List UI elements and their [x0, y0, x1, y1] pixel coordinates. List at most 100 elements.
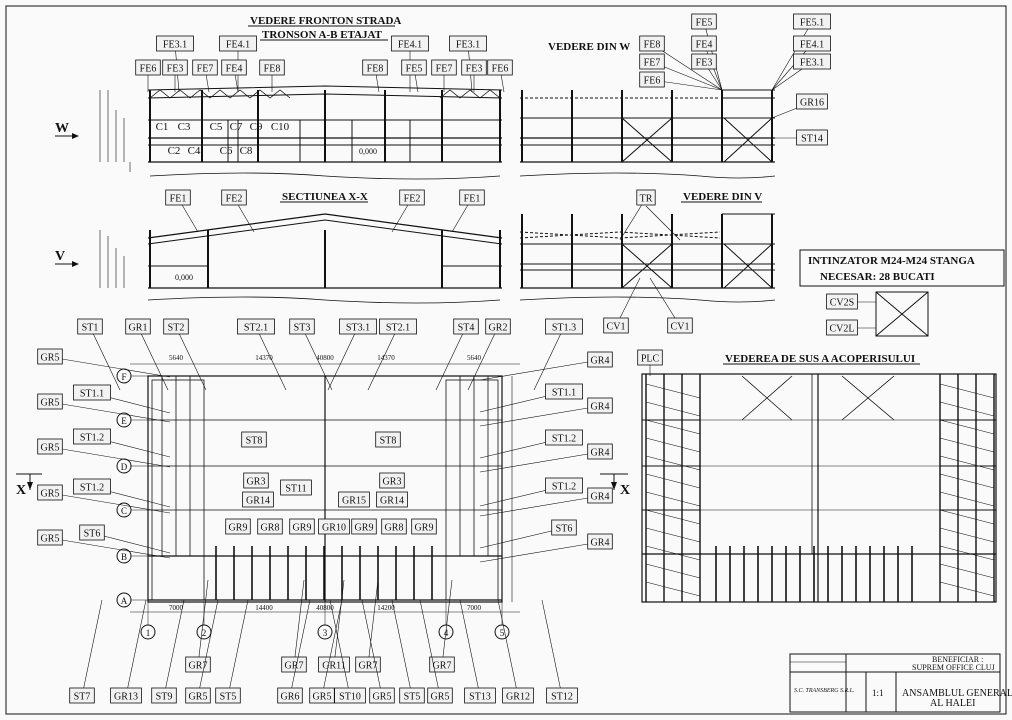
front-column-label: C2: [168, 145, 181, 157]
plan-bottom-label-box: [281, 656, 307, 673]
view-w-label: FE5: [696, 18, 713, 29]
front-column-label: C3: [178, 121, 191, 133]
front-label: FE3: [466, 64, 483, 75]
plan-bottom-label-box: [334, 687, 366, 704]
plan-mid-label: GR3: [247, 477, 266, 488]
plan-bottom-label: GR5: [189, 692, 208, 703]
plan-right-label-box: [587, 533, 613, 550]
plan-left-label-leader: [49, 446, 171, 468]
plan-left-label-leader: [49, 537, 171, 559]
plan-top-label-leader: [175, 326, 207, 391]
front-label-box: [135, 59, 161, 76]
tensioner-qty: NECESAR: 28 BUCATI: [820, 271, 935, 283]
plan-right-label: GR4: [591, 492, 610, 503]
plan-right-label-leader: [479, 451, 601, 473]
row-axis-label: B: [121, 552, 127, 562]
front-label-box: [192, 59, 218, 76]
view-w-label-box: [639, 35, 665, 52]
plan-bottom-label-box: [69, 687, 95, 704]
plan-bottom-label-leader: [321, 599, 343, 697]
view-w-label: FE6: [644, 76, 661, 87]
plan-bottom-label-box: [427, 687, 453, 704]
roof-bracing: [939, 509, 995, 525]
plan-mid-label-box: [243, 472, 269, 489]
view-w-title: VEDERE DIN W: [548, 41, 630, 53]
plan-dimension-bottom: 7000: [169, 604, 184, 612]
section-label-box: [165, 189, 191, 206]
roof-bracing: [939, 581, 995, 597]
plan-mid-label-box: [289, 518, 315, 535]
plan-right-label: GR4: [591, 448, 610, 459]
plan-mid-label: GR8: [261, 523, 280, 534]
tensioner-label-box: [826, 293, 858, 310]
front-label: FE4.1: [398, 40, 422, 51]
front-label-box: [401, 59, 427, 76]
roof-bracing: [645, 509, 701, 525]
plan-top-label: ST1: [82, 323, 99, 334]
plan-mid-label: GR14: [380, 496, 404, 507]
roof-bracing: [645, 383, 701, 399]
plan-top-label-box: [289, 318, 315, 335]
plan-bottom-label-leader: [293, 579, 305, 666]
view-w-label: FE8: [644, 40, 661, 51]
column-axis-label: 4: [444, 628, 449, 638]
plan-left-label: ST1.2: [80, 483, 104, 494]
roof-bracing: [645, 419, 701, 435]
plan-left-label-box: [37, 484, 63, 501]
plan-top-label: ST2.1: [244, 323, 268, 334]
section-elevation-mark: 0,000: [175, 273, 193, 282]
view-v-label: CV1: [671, 322, 690, 333]
column-axis-label: 5: [500, 628, 505, 638]
plan-right-label: GR4: [591, 356, 610, 367]
plan-bottom-label-box: [464, 687, 496, 704]
plan-left-label: GR5: [41, 534, 60, 545]
plan-left-label: GR5: [41, 489, 60, 500]
front-label-box: [219, 35, 257, 52]
plan-left-label-box: [37, 529, 63, 546]
roof-bracing: [645, 527, 701, 543]
plan-left-label-box: [37, 438, 63, 455]
view-v-label: CV1: [607, 322, 626, 333]
plan-right-label: ST6: [556, 524, 573, 535]
plan-right-label-box: [587, 443, 613, 460]
roof-bracing: [645, 401, 701, 417]
plan-dimension-bottom: 14400: [255, 604, 273, 612]
plan-left-label-box: [73, 478, 111, 495]
front-label: FE4.1: [226, 40, 250, 51]
plan-dimension-bottom: 40800: [316, 604, 334, 612]
plan-bottom-label-leader: [329, 599, 351, 697]
plan-mid-label: ST11: [285, 484, 306, 495]
plan-bottom-label: GR5: [431, 692, 450, 703]
row-axis-label: A: [121, 596, 128, 606]
plan-bottom-label-box: [277, 687, 303, 704]
roof-bracing: [645, 581, 701, 597]
plan-bottom-label: ST9: [156, 692, 173, 703]
plan-bottom-label: ST13: [469, 692, 491, 703]
plan-left-label-leader: [91, 532, 171, 554]
plan-mid-label-box: [379, 472, 405, 489]
plan-right-label-box: [545, 477, 583, 494]
roof-bracing: [645, 545, 701, 561]
front-label-box: [221, 59, 247, 76]
plan-top-label-leader: [435, 326, 467, 391]
plan-mid-label: GR9: [229, 523, 248, 534]
plan-right-label-box: [545, 429, 583, 446]
plan-bottom-label-leader: [197, 579, 209, 666]
plan-top-label-leader: [255, 326, 287, 391]
plan-mid-label: GR8: [385, 523, 404, 534]
plan-top-label-box: [237, 318, 275, 335]
roof-bracing: [939, 491, 995, 507]
plan-top-label-leader: [327, 326, 359, 391]
plan-mid-label-box: [376, 491, 408, 508]
plan-top-label: ST2.1: [386, 323, 410, 334]
front-label: FE8: [264, 64, 281, 75]
plan-left-label: ST1.1: [80, 389, 104, 400]
plan-dimension-top: 40800: [316, 354, 334, 362]
svg-text:V: V: [55, 249, 65, 264]
plan-bottom-label: GR13: [114, 692, 138, 703]
tensioner-label: CV2L: [830, 324, 855, 335]
plan-right-label-leader: [479, 405, 601, 427]
plan-bottom-label: ST5: [404, 692, 421, 703]
